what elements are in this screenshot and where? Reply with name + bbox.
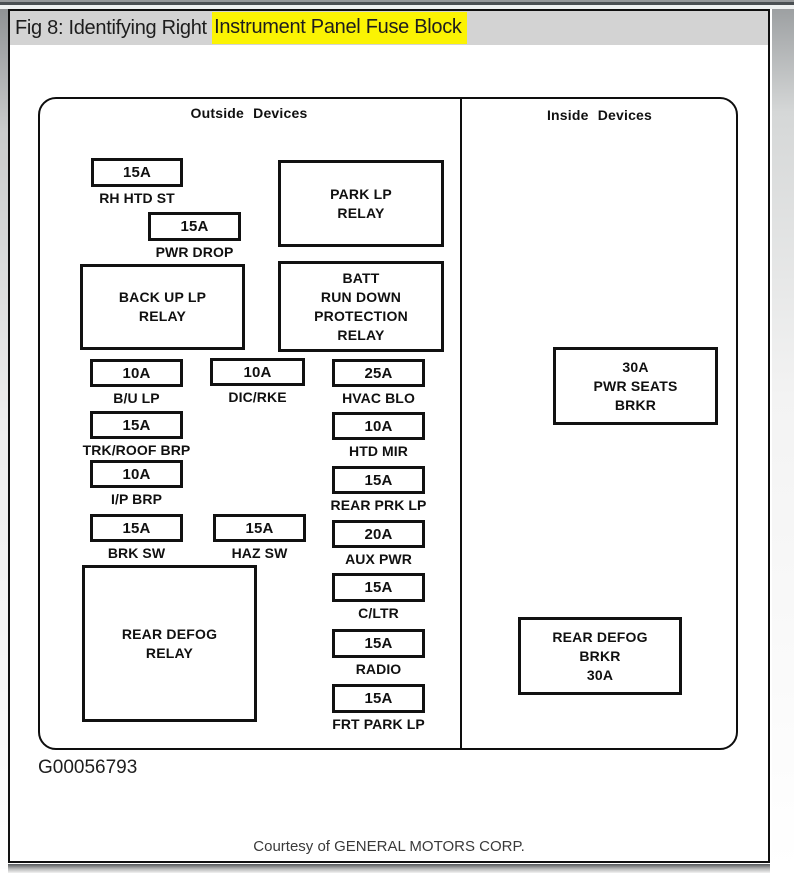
fuse-label-brk-sw: BRK SW [107, 545, 166, 561]
fuse-amp-rating: 20A [364, 525, 393, 543]
fuse-label-b-u-lp: B/U LP [113, 390, 160, 406]
fuse-dic-rke: 10A [210, 358, 305, 386]
relay-text-line: PROTECTION [314, 307, 408, 324]
figure-title-highlight: Instrument Panel Fuse Block [212, 12, 467, 44]
fuse-amp-rating: 15A [364, 690, 393, 707]
inside-devices-section-label: Inside Devices [546, 107, 653, 123]
fuse-label-haz-sw: HAZ SW [231, 545, 288, 561]
top-strip-light [0, 5, 794, 9]
fuse-i-p-brp: 10A [90, 460, 183, 488]
relay-text-line: RELAY [337, 204, 385, 221]
relay-text-line: RELAY [145, 644, 194, 661]
fuse-label-aux-pwr: AUX PWR [345, 551, 412, 567]
page-shadow-left [0, 9, 8, 869]
relay-back-up-lp-relay: BACK UP LP RELAY [80, 264, 245, 350]
fuse-amp-rating: 15A [122, 416, 151, 434]
relay-batt-run-down-protection-relay: BATT RUN DOWN PROTECTION RELAY [278, 261, 444, 352]
fuse-amp-rating: 15A [364, 579, 393, 596]
top-strip-dark [0, 2, 794, 5]
fuse-brk-sw: 15A [90, 514, 183, 542]
fuse-amp-rating: 15A [364, 635, 393, 652]
fuse-amp-rating: 10A [243, 363, 272, 381]
page-shadow-right [772, 9, 794, 869]
fuse-label-hvac-blo: HVAC BLO [342, 390, 415, 406]
fuse-amp-rating: 15A [245, 519, 274, 537]
fuse-amp-rating: 15A [122, 519, 151, 537]
fuse-label-pwr-drop: PWR DROP [155, 244, 234, 260]
relay-text-line: BRKR [614, 396, 657, 413]
fuse-amp-rating: 10A [122, 364, 151, 382]
fuse-label-rear-prk-lp: REAR PRK LP [330, 497, 427, 513]
fuse-rh-htd-st: 15A [91, 158, 183, 187]
courtesy-line: Courtesy of GENERAL MOTORS CORP. [253, 838, 525, 855]
relay-text-line: RUN DOWN [320, 288, 402, 305]
fuse-label-radio: RADIO [355, 661, 402, 677]
fuse-amp-rating: 15A [180, 218, 209, 235]
fuse-label-trk-roof-brp: TRK/ROOF BRP [82, 442, 191, 458]
relay-text-line: BACK UP LP [118, 289, 207, 305]
fuse-frt-park-lp: 15A [332, 684, 425, 713]
breaker-rear-defog-brkr-30a: REAR DEFOG BRKR 30A [518, 617, 682, 695]
fuse-amp-rating: 15A [122, 164, 152, 181]
fuse-label-rh-htd-st: RH HTD ST [99, 190, 175, 206]
fuse-amp-rating: 15A [364, 471, 393, 489]
relay-text-line: PARK LP [330, 185, 392, 202]
fuse-label-dic-rke: DIC/RKE [228, 389, 287, 405]
section-divider-line [460, 98, 462, 749]
relay-text-line: REAR DEFOG [552, 628, 648, 645]
relay-rear-defog-relay: REAR DEFOG RELAY [82, 565, 257, 722]
fuse-label-i-p-brp: I/P BRP [110, 491, 163, 507]
fuse-amp-rating: 25A [364, 364, 393, 382]
top-strip-outer [0, 0, 794, 2]
relay-text-line: BATT [342, 269, 380, 286]
fuse-hvac-blo: 25A [332, 359, 425, 387]
relay-text-line: RELAY [337, 326, 385, 343]
outside-devices-section-label: Outside Devices [190, 105, 308, 121]
fuse-c-ltr: 15A [332, 573, 425, 602]
relay-text-line: 30A [622, 358, 649, 375]
relay-text-line: 30A [586, 666, 614, 683]
fuse-amp-rating: 10A [122, 465, 151, 483]
fuse-amp-rating: 10A [364, 417, 393, 435]
fuse-label-c-ltr: C/LTR [358, 605, 399, 621]
fuse-b-u-lp: 10A [90, 359, 183, 387]
relay-text-line: RELAY [138, 308, 187, 324]
fuse-htd-mir: 10A [332, 412, 425, 440]
breaker-30a-pwr-seats-brkr: 30A PWR SEATS BRKR [553, 347, 718, 425]
fuse-aux-pwr: 20A [332, 520, 425, 548]
figure-code: G00056793 [38, 757, 138, 778]
fuse-trk-roof-brp: 15A [90, 411, 183, 439]
figure-title: Fig 8: Identifying Right [15, 16, 213, 39]
fuse-pwr-drop: 15A [148, 212, 241, 241]
fuse-radio: 15A [332, 629, 425, 658]
relay-park-lp-relay: PARK LP RELAY [278, 160, 444, 247]
fuse-label-htd-mir: HTD MIR [348, 443, 409, 459]
page-shadow-bottom [8, 864, 770, 873]
fuse-rear-prk-lp: 15A [332, 466, 425, 494]
fuse-label-frt-park-lp: FRT PARK LP [332, 716, 425, 732]
relay-text-line: PWR SEATS [593, 377, 678, 394]
relay-text-line: REAR DEFOG [121, 625, 218, 642]
relay-text-line: BRKR [579, 647, 621, 664]
figure-header-bar: Fig 8: Identifying Right Instrument Pane… [10, 11, 768, 45]
fuse-haz-sw: 15A [213, 514, 306, 542]
